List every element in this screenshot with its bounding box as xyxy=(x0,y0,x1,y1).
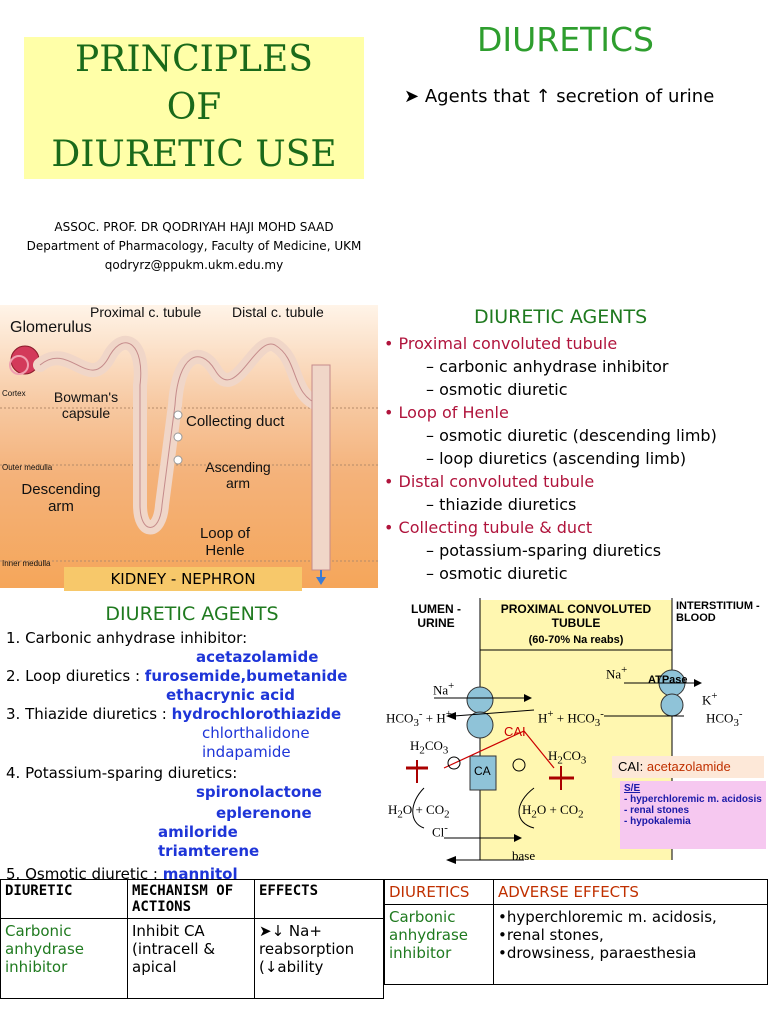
agent-class-2: 2. Loop diuretics : furosemide,bumetanid… xyxy=(6,667,348,685)
drug-amiloride: amiloride xyxy=(158,823,238,841)
agent-class-1: 1. Carbonic anhydrase inhibitor: xyxy=(6,629,248,647)
segment-2: • Distal convoluted tubule xyxy=(384,472,595,491)
col-mechanism: MECHANISM OF ACTIONS xyxy=(127,879,255,919)
col-diuretics: DIURETICS xyxy=(384,879,494,905)
kidney-caption: KIDNEY - NEPHRON xyxy=(64,567,302,591)
author-email: qodryrz@ppukm.ukm.edu.my xyxy=(104,258,284,272)
drug-eplerenone: eplerenone xyxy=(216,804,312,822)
agent-class-3: 3. Thiazide diuretics : hydrochlorothiaz… xyxy=(6,705,342,723)
segment-item: – thiazide diuretics xyxy=(426,495,577,514)
drug-mannitol: mannitol xyxy=(162,865,238,883)
side-effects-box: S/E - hyperchloremic m. acidosis - renal… xyxy=(620,781,766,849)
drug-ethacrynic: ethacrynic acid xyxy=(166,686,296,704)
col-diuretic: DIURETIC xyxy=(0,879,128,919)
author-block: ASSOC. PROF. DR QODRIYAH HAJI MOHD SAAD … xyxy=(0,218,388,275)
label-bowman: Bowman's capsule xyxy=(53,389,119,421)
segments-list: • Proximal convoluted tubule – carbonic a… xyxy=(384,332,768,585)
adverse-effects-table: DIURETICS ADVERSE EFFECTS Carbonic anhyd… xyxy=(384,879,768,985)
label-collecting: Collecting duct xyxy=(186,413,285,430)
col-effects: EFFECTS xyxy=(254,879,384,919)
drug-chlorthalidone: chlorthalidone xyxy=(202,724,310,742)
cell-effects: ➤↓ Na+ reabsorption (↓ability xyxy=(254,918,384,999)
pct-title: PROXIMAL CONVOLUTED TUBULE xyxy=(500,602,652,630)
segment-item: – osmotic diuretic xyxy=(426,564,568,583)
agents-left: DIURETIC AGENTS 1. Carbonic anhydrase in… xyxy=(0,603,384,884)
cell-adverse: •hyperchloremic m. acidosis, •renal ston… xyxy=(493,904,768,985)
segment-item: – osmotic diuretic xyxy=(426,380,568,399)
col-adverse: ADVERSE EFFECTS xyxy=(493,879,768,905)
label-outer-medulla: Outer medulla xyxy=(2,463,53,472)
agents-right: DIURETIC AGENTS • Proximal convoluted tu… xyxy=(384,306,768,585)
label-descending: Descending arm xyxy=(21,481,101,515)
cai-box: CAI: acetazolamide xyxy=(612,756,764,778)
label-inner-medulla: Inner medulla xyxy=(2,559,51,568)
agent-class-5: 5. Osmotic diuretic : mannitol xyxy=(6,865,238,883)
title-line-2: OF xyxy=(166,87,222,128)
author-name: ASSOC. PROF. DR QODRIYAH HAJI MOHD SAAD xyxy=(54,220,334,234)
title-box: PRINCIPLES OF DIURETIC USE xyxy=(24,37,364,179)
interstitium-label: INTERSTITIUM -BLOOD xyxy=(676,600,760,624)
segment-3: • Collecting tubule & duct xyxy=(384,518,593,537)
drug-acetazolamide: acetazolamide xyxy=(196,648,319,666)
definition-text: Agents that ↑ secretion of urine xyxy=(424,86,715,107)
label-cortex: Cortex xyxy=(2,389,26,398)
definition: ➤ Agents that ↑ secretion of urine xyxy=(404,84,754,110)
drug-hctz: hydrochlorothiazide xyxy=(171,705,342,723)
title-line-3: DIURETIC USE xyxy=(51,134,337,175)
diuretics-heading: DIURETICS xyxy=(477,20,654,59)
pct-diagram: LUMEN -URINE PROXIMAL CONVOLUTED TUBULE … xyxy=(384,598,768,874)
segment-item: – osmotic diuretic (descending limb) xyxy=(426,426,717,445)
cell-diuretic: Carbonic anhydrase inhibitor xyxy=(0,918,128,999)
cell-mechanism: Inhibit CA (intracell & apical xyxy=(127,918,255,999)
drug-spironolactone: spironolactone xyxy=(196,783,322,801)
nephron-diagram: Glomerulus Proximal c. tubule Distal c. … xyxy=(0,304,378,591)
agents-right-heading: DIURETIC AGENTS xyxy=(474,306,648,328)
drug-furosemide: furosemide,bumetanide xyxy=(144,667,348,685)
label-proximal: Proximal c. tubule xyxy=(90,304,202,320)
segment-item: – potassium-sparing diuretics xyxy=(426,541,662,560)
segment-1: • Loop of Henle xyxy=(384,403,509,422)
label-distal: Distal c. tubule xyxy=(232,304,324,320)
lumen-label: LUMEN -URINE xyxy=(411,602,461,630)
cell-diuretic-right: Carbonic anhydrase inhibitor xyxy=(384,904,494,985)
segment-0: • Proximal convoluted tubule xyxy=(384,334,618,353)
pct-subtitle: (60-70% Na reabs) xyxy=(528,634,624,646)
agent-class-4: 4. Potassium-sparing diuretics: xyxy=(6,764,238,782)
drug-indapamide: indapamide xyxy=(202,743,291,761)
title-line-1: PRINCIPLES xyxy=(75,39,313,80)
agents-left-heading: DIURETIC AGENTS xyxy=(105,603,279,625)
mechanism-table: DIURETIC MECHANISM OF ACTIONS EFFECTS Ca… xyxy=(0,879,384,999)
author-department: Department of Pharmacology, Faculty of M… xyxy=(26,239,362,253)
arrow-bullet-icon: ➤ xyxy=(404,86,420,107)
segment-item: – loop diuretics (ascending limb) xyxy=(426,449,687,468)
segment-item: – carbonic anhydrase inhibitor xyxy=(426,357,669,376)
label-loop: Loop of Henle xyxy=(199,525,251,559)
drug-triamterene: triamterene xyxy=(158,842,260,860)
label-ascending: Ascending arm xyxy=(205,459,271,491)
label-glomerulus: Glomerulus xyxy=(10,319,92,336)
